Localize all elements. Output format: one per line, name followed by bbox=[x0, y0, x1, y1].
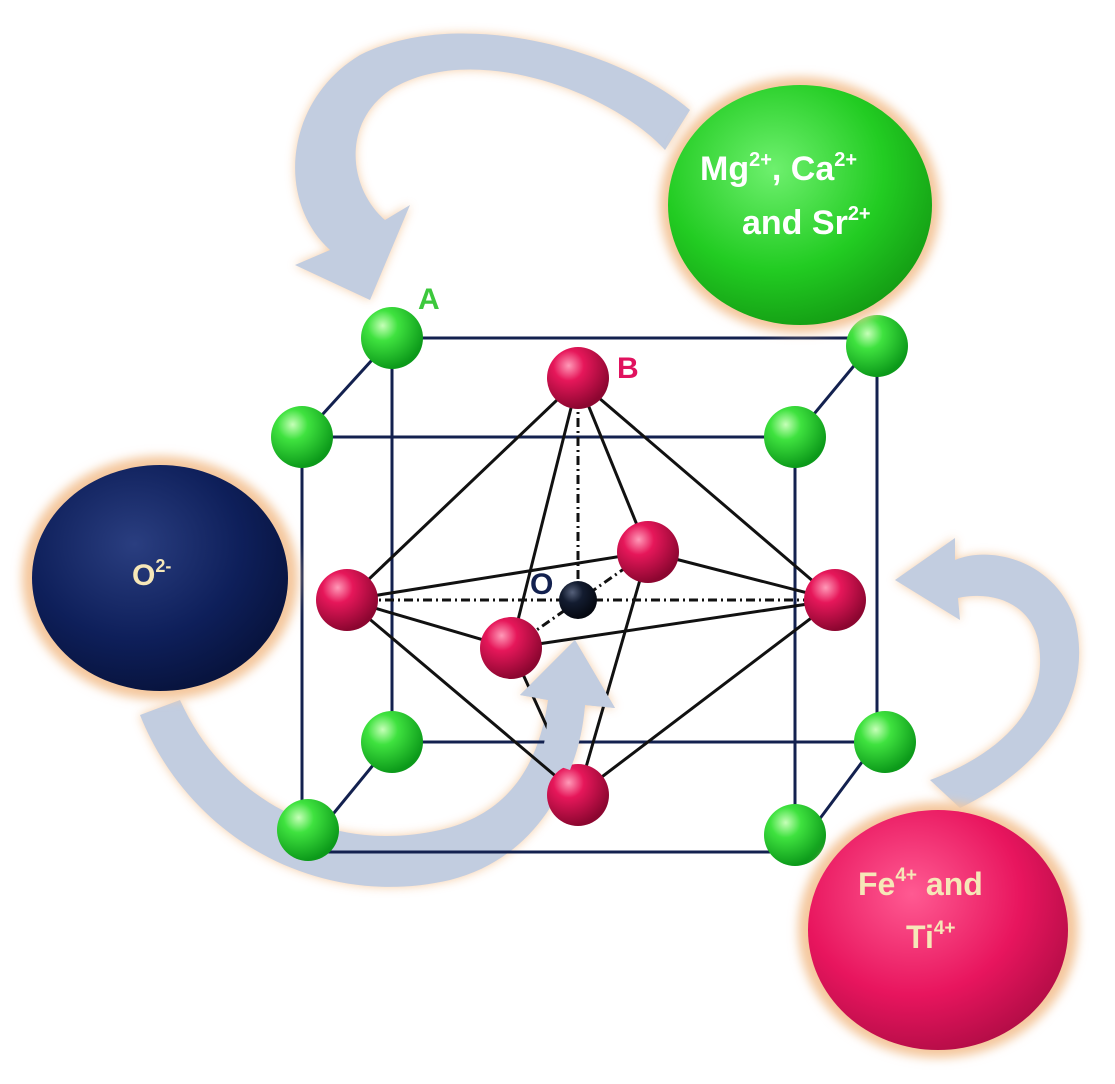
sup-ti: 4+ bbox=[934, 918, 956, 939]
o-atom-center bbox=[559, 581, 597, 619]
sup-fe: 4+ bbox=[895, 865, 917, 886]
a-atom bbox=[271, 406, 333, 468]
text-ti: Ti bbox=[906, 919, 934, 955]
a-atom bbox=[361, 711, 423, 773]
a-site-line1: Mg2+, Ca2+ bbox=[700, 149, 857, 188]
a-atom bbox=[277, 799, 339, 861]
bubble-a-site: Mg2+, Ca2+ and Sr2+ bbox=[660, 77, 940, 333]
a-atom bbox=[764, 406, 826, 468]
b-atom-bottom bbox=[547, 764, 609, 826]
text-and: and bbox=[917, 866, 983, 902]
b-atom-front bbox=[480, 617, 542, 679]
bond-line bbox=[576, 551, 650, 796]
sup-sr: 2+ bbox=[848, 203, 871, 225]
a-atom bbox=[854, 711, 916, 773]
label-b: B bbox=[617, 352, 639, 385]
bond-line bbox=[509, 379, 580, 649]
a-atom bbox=[361, 307, 423, 369]
bubble-b-site: Fe4+ and Ti4+ bbox=[798, 802, 1078, 1058]
a-atom bbox=[764, 804, 826, 866]
arrow-oxygen-to-center-tip bbox=[520, 640, 615, 770]
bond-line bbox=[510, 598, 836, 650]
sup-mg: 2+ bbox=[749, 149, 772, 171]
oxygen-line1: O2- bbox=[132, 556, 171, 592]
bond-line bbox=[346, 598, 579, 797]
text-sr: and Sr bbox=[742, 204, 848, 242]
text-fe: Fe bbox=[858, 866, 895, 902]
sup-o: 2- bbox=[155, 556, 171, 576]
a-site-atoms bbox=[271, 307, 916, 866]
b-atom-top bbox=[547, 347, 609, 409]
text-mg: Mg bbox=[700, 150, 749, 188]
b-atom-right bbox=[804, 569, 866, 631]
bond-line bbox=[577, 598, 836, 797]
arrow-oxygen-to-center bbox=[140, 640, 615, 887]
arrow-a-site-to-corner bbox=[295, 33, 690, 301]
b-atom-back bbox=[617, 521, 679, 583]
a-atom bbox=[846, 315, 908, 377]
arrow-b-site-to-b-atom bbox=[895, 538, 1080, 808]
label-o: O bbox=[530, 568, 553, 601]
b-site-atoms bbox=[316, 347, 866, 826]
bubble-oxygen: O2- bbox=[22, 456, 298, 700]
bond-line bbox=[647, 550, 836, 602]
sup-ca: 2+ bbox=[834, 149, 857, 171]
bond-line bbox=[346, 550, 649, 602]
text-o: O bbox=[132, 559, 155, 592]
bond-line bbox=[577, 378, 836, 602]
bond-line bbox=[345, 378, 580, 602]
a-site-line2: and Sr2+ bbox=[742, 203, 871, 242]
text-ca: , Ca bbox=[772, 150, 835, 188]
b-atom-left bbox=[316, 569, 378, 631]
label-a: A bbox=[418, 283, 440, 316]
b-site-line2: Ti4+ bbox=[906, 918, 956, 955]
b-site-line1: Fe4+ and bbox=[858, 865, 983, 902]
